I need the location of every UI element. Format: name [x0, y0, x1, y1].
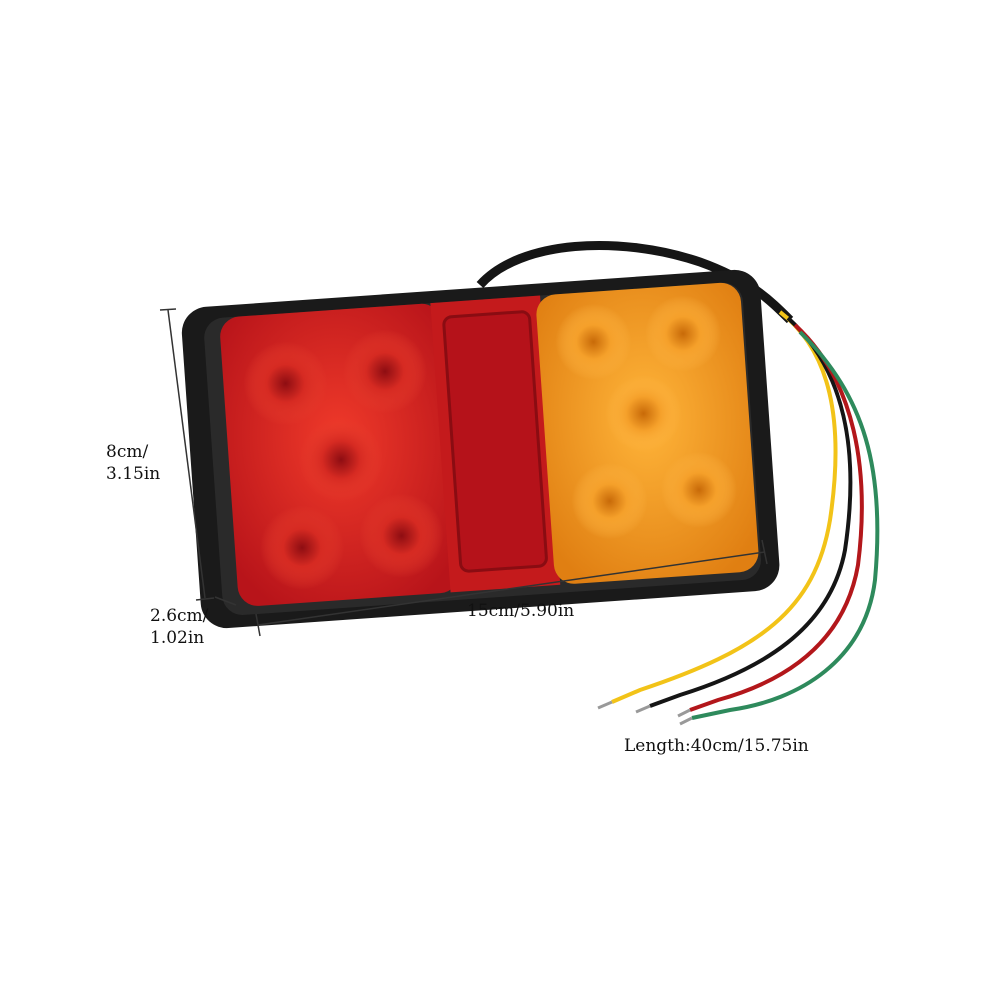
height-cm: 8cm/ — [106, 442, 149, 462]
width-label: 15cm/5.90in — [467, 601, 575, 621]
depth-cm: 2.6cm/ — [150, 606, 209, 626]
height-label: 8cm/ 3.15in — [106, 441, 160, 485]
cable-length-label: Length:40cm/15.75in — [624, 736, 809, 756]
wire-yellow — [611, 310, 838, 704]
red-leds — [243, 329, 444, 590]
wire-black — [649, 316, 853, 708]
reflector — [442, 310, 548, 573]
wire-tips — [597, 700, 693, 726]
dimension-lines — [159, 308, 768, 637]
height-in: 3.15in — [106, 464, 161, 484]
cable-sheath — [476, 241, 794, 324]
wire-red — [689, 323, 864, 712]
depth-label: 2.6cm/ 1.02in — [150, 605, 208, 649]
depth-in: 1.02in — [150, 628, 205, 648]
wire-green — [691, 330, 880, 720]
wires — [611, 310, 880, 720]
tail-light — [181, 269, 780, 629]
amber-leds — [555, 295, 738, 540]
